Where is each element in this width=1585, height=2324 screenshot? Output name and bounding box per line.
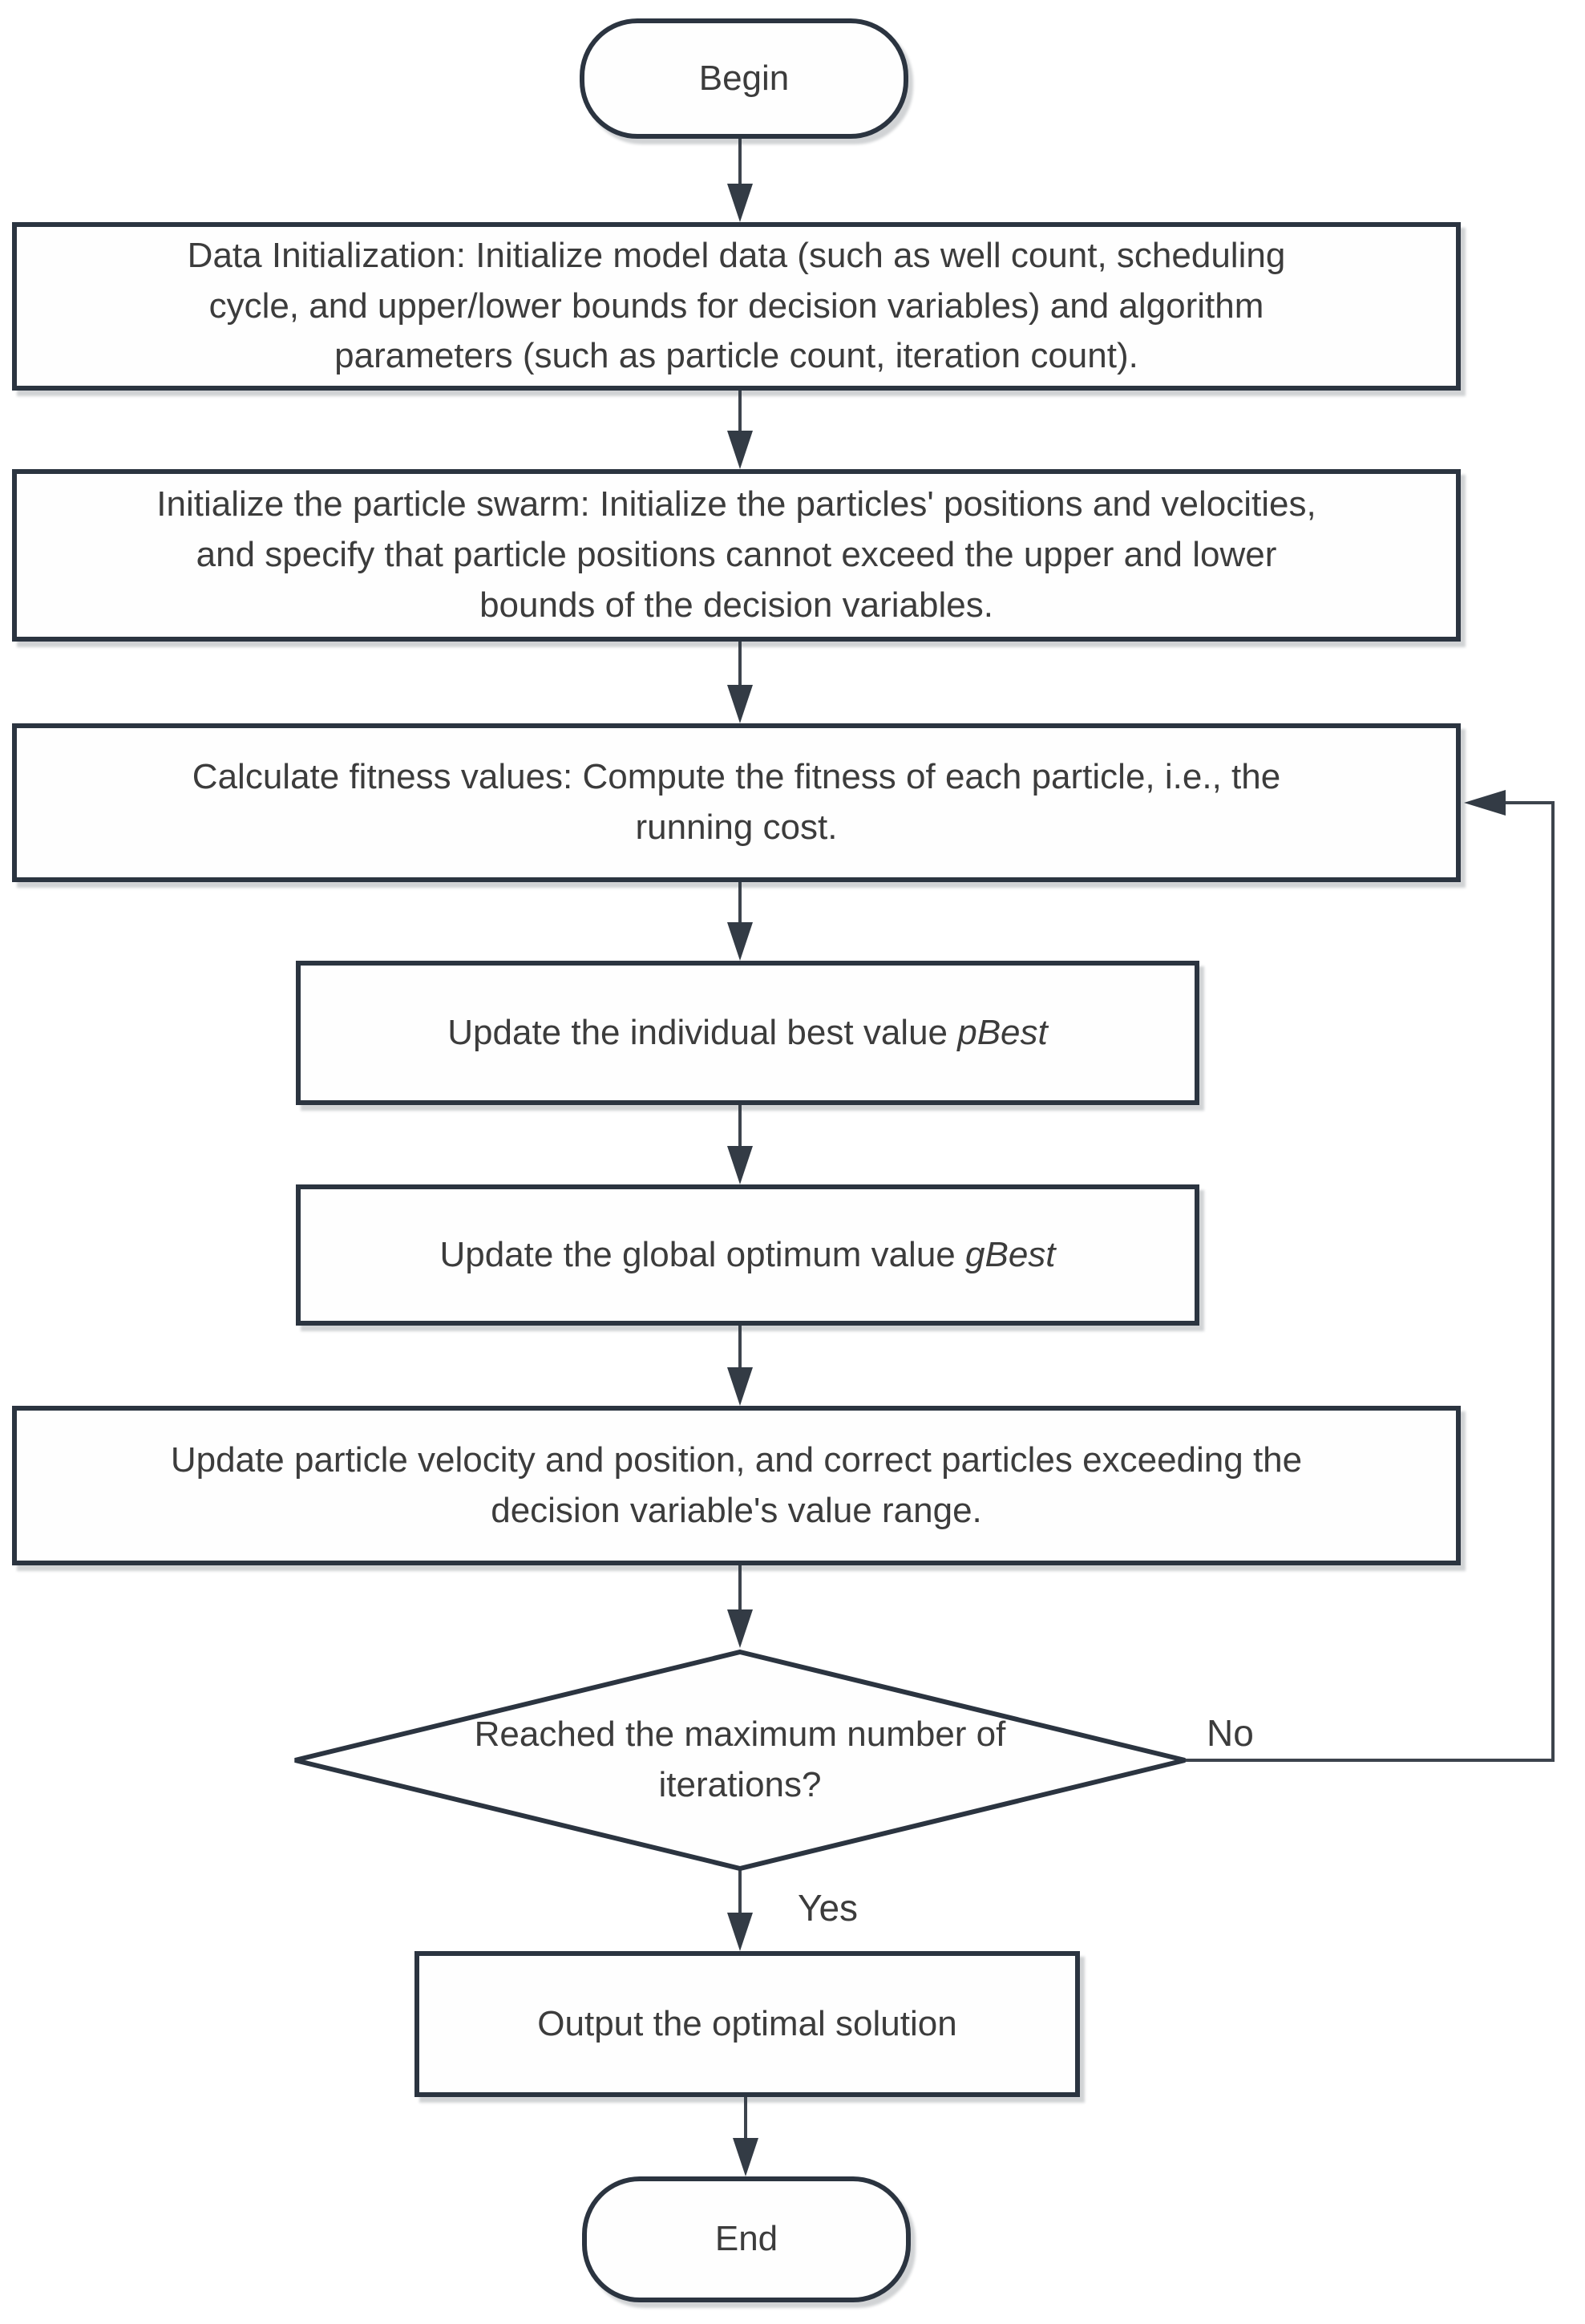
begin-label: Begin — [698, 58, 790, 98]
arrowhead — [727, 184, 753, 222]
arrowhead — [733, 2138, 758, 2176]
process-update-pbest: Update the individual best value pBest — [296, 961, 1199, 1105]
process-update-velocity-position-text: Update particle velocity and position, a… — [170, 1439, 1303, 1530]
decision-max-iterations-text: Reached the maximum number of iterations… — [474, 1715, 1006, 1804]
pbest-variable: pBest — [957, 1012, 1048, 1052]
arrowhead-feedback — [1464, 790, 1506, 816]
process-output-solution-text: Output the optimal solution — [537, 2003, 957, 2043]
edge-label-yes: Yes — [798, 1887, 859, 1929]
process-update-gbest-text: Update the global optimum value gBest — [439, 1234, 1056, 1274]
arrowhead — [727, 685, 753, 723]
process-initialize-swarm: Initialize the particle swarm: Initializ… — [12, 469, 1461, 642]
arrowhead — [727, 1146, 753, 1184]
process-update-velocity-position: Update particle velocity and position, a… — [12, 1406, 1461, 1565]
feedback-loop-line — [1185, 801, 1555, 1762]
process-data-initialization: Data Initialization: Initialize model da… — [12, 222, 1461, 391]
process-calculate-fitness: Calculate fitness values: Compute the fi… — [12, 723, 1461, 882]
arrowhead — [727, 1367, 753, 1406]
decision-diamond — [294, 1649, 1186, 1872]
arrowhead — [727, 1609, 753, 1648]
decision-max-iterations: Reached the maximum number of iterations… — [379, 1684, 1101, 1836]
arrowhead — [727, 431, 753, 469]
gbest-variable: gBest — [965, 1234, 1056, 1274]
arrowhead — [727, 1913, 753, 1951]
process-calculate-fitness-text: Calculate fitness values: Compute the fi… — [192, 757, 1281, 847]
process-data-initialization-text: Data Initialization: Initialize model da… — [187, 235, 1286, 376]
arrowhead — [727, 922, 753, 961]
process-update-pbest-text: Update the individual best value pBest — [447, 1012, 1048, 1052]
terminal-begin: Begin — [580, 18, 908, 139]
process-output-solution: Output the optimal solution — [414, 1951, 1080, 2097]
process-update-gbest: Update the global optimum value gBest — [296, 1184, 1199, 1326]
end-label: End — [714, 2219, 778, 2259]
edge-label-no: No — [1207, 1712, 1254, 1754]
terminal-end: End — [582, 2176, 911, 2302]
process-initialize-swarm-text: Initialize the particle swarm: Initializ… — [156, 484, 1316, 625]
